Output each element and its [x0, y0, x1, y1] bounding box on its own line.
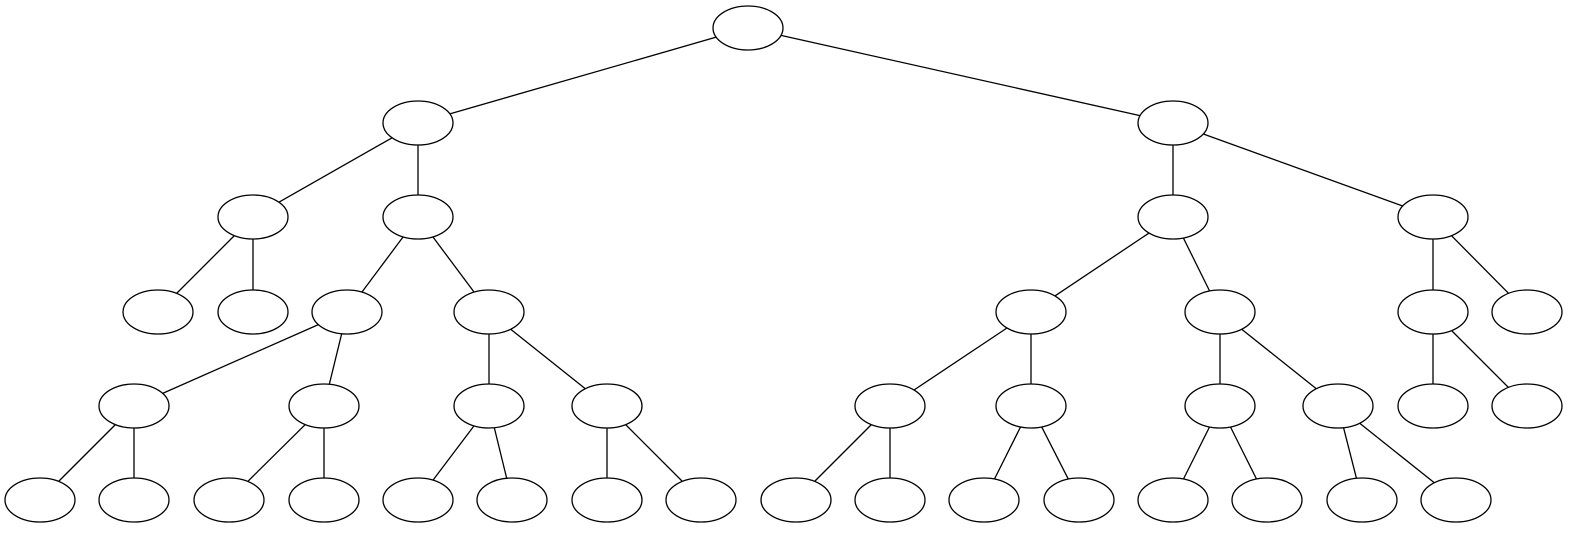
- tree-node-n28: [854, 477, 926, 523]
- edge-n7-n10: [328, 333, 343, 385]
- tree-node-n31: [1184, 383, 1256, 429]
- tree-node-n17: [382, 477, 454, 523]
- tree-node-n11: [4, 477, 76, 523]
- tree-node-n15: [453, 383, 525, 429]
- edge-n37-n40: [1451, 330, 1509, 388]
- edge-n21-n23: [1054, 232, 1150, 297]
- tree-node-n30: [1043, 477, 1115, 523]
- tree-node-n0: [712, 5, 784, 51]
- tree-node-n4: [382, 194, 454, 240]
- edge-n0-n1: [449, 36, 717, 115]
- tree-node-n35: [1326, 477, 1398, 523]
- edge-n23-n25: [913, 327, 1008, 391]
- edge-n3-n5: [176, 235, 235, 294]
- edge-n32-n36: [1359, 422, 1435, 484]
- edge-n24-n32: [1241, 328, 1317, 390]
- edge-n1-n3: [278, 137, 393, 203]
- tree-node-n5: [122, 289, 194, 335]
- edge-n15-n17: [432, 425, 475, 481]
- edges: [58, 34, 1509, 484]
- tree-node-n29: [948, 477, 1020, 523]
- tree-node-n22: [1397, 194, 1469, 240]
- tree-node-n20: [665, 477, 737, 523]
- edge-n8-n16: [510, 328, 586, 390]
- tree-node-n6: [217, 289, 289, 335]
- tree-node-n32: [1302, 383, 1374, 429]
- tree-node-n25: [854, 383, 926, 429]
- tree-node-n18: [476, 477, 548, 523]
- edge-n4-n7: [361, 236, 404, 293]
- tree-node-n10: [288, 383, 360, 429]
- tree-node-n7: [311, 289, 383, 335]
- edge-n31-n33: [1182, 426, 1211, 480]
- edge-n32-n35: [1342, 427, 1358, 479]
- tree-node-n19: [571, 477, 643, 523]
- tree-node-n26: [995, 383, 1067, 429]
- tree-node-n23: [995, 289, 1067, 335]
- tree-node-n37: [1397, 289, 1469, 335]
- edge-n9-n11: [58, 424, 116, 482]
- edge-n22-n38: [1451, 235, 1509, 294]
- edge-n7-n9: [162, 324, 319, 394]
- tree-node-n12: [98, 477, 170, 523]
- edge-n31-n34: [1229, 426, 1258, 480]
- tree-node-n38: [1491, 289, 1563, 335]
- edge-n26-n29: [993, 426, 1022, 480]
- edge-n10-n13: [247, 424, 306, 482]
- edge-n15-n18: [493, 427, 508, 479]
- tree-node-n2: [1137, 100, 1209, 146]
- edge-n26-n30: [1041, 426, 1069, 480]
- tree-node-n39: [1397, 383, 1469, 429]
- tree-node-n34: [1231, 477, 1303, 523]
- edge-n25-n27: [814, 424, 872, 482]
- tree-node-n21: [1137, 194, 1209, 240]
- tree-node-n3: [217, 194, 289, 240]
- edge-n0-n2: [780, 34, 1141, 117]
- edge-n16-n20: [625, 424, 683, 482]
- edge-n2-n22: [1203, 133, 1403, 207]
- tree-node-n40: [1491, 383, 1563, 429]
- tree-node-n1: [382, 100, 454, 146]
- tree-node-n16: [571, 383, 643, 429]
- edge-n21-n24: [1182, 237, 1211, 292]
- tree-node-n13: [193, 477, 265, 523]
- tree-node-n8: [453, 289, 525, 335]
- tree-node-n27: [760, 477, 832, 523]
- tree-node-n24: [1184, 289, 1256, 335]
- nodes: [4, 5, 1563, 523]
- tree-node-n14: [288, 477, 360, 523]
- tree-node-n33: [1137, 477, 1209, 523]
- tree-node-n9: [98, 383, 170, 429]
- edge-n4-n8: [432, 236, 475, 293]
- tree-node-n36: [1420, 477, 1492, 523]
